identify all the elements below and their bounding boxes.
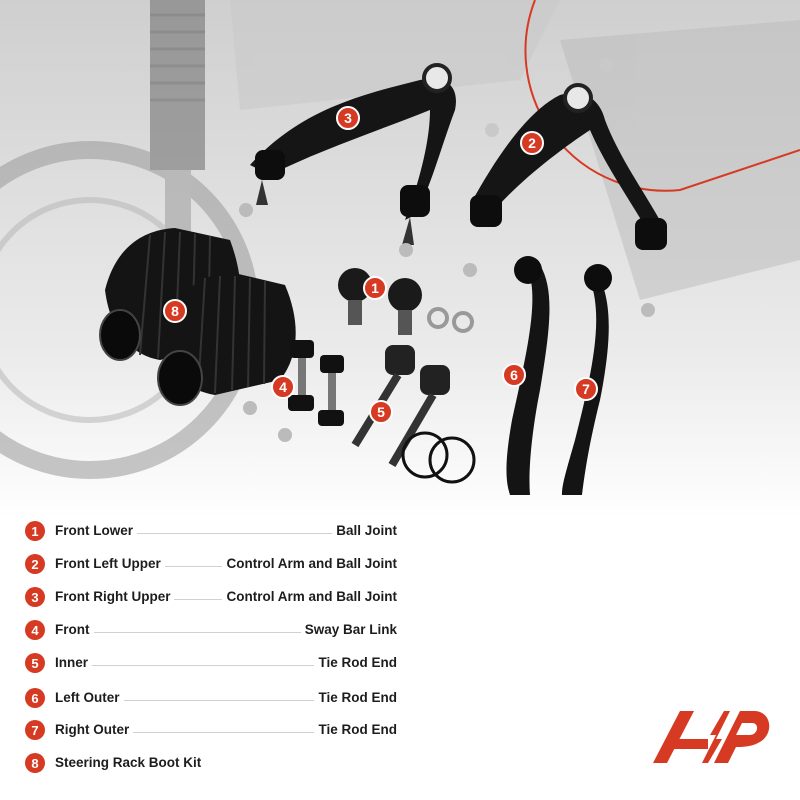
callout-3: 3 (336, 106, 360, 130)
callout-8: 8 (163, 299, 187, 323)
legend-part: Control Arm and Ball Joint (222, 589, 397, 604)
svg-text:3: 3 (344, 110, 352, 126)
brand-logo (653, 711, 770, 763)
legend-label: Left Outer (55, 690, 124, 705)
part-outer-tie-rods (506, 256, 612, 495)
parts-photo: 1 2 3 4 5 6 7 8 (0, 0, 800, 520)
callout-6: 6 (502, 363, 526, 387)
callout-7: 7 (574, 377, 598, 401)
callout-4: 4 (271, 375, 295, 399)
legend-part: Tie Rod End (314, 655, 397, 670)
part-steering-boots (99, 228, 296, 406)
legend-row-5: 5 Inner Tie Rod End (25, 653, 405, 675)
callout-5: 5 (369, 400, 393, 424)
part-inner-tie-rods (351, 345, 450, 468)
legend-number: 5 (25, 653, 45, 673)
legend-row-2: 2 Front Left Upper Control Arm and Ball … (25, 554, 405, 576)
legend-row-1: 1 Front Lower Ball Joint (25, 521, 405, 543)
leader-line (55, 632, 397, 633)
leader-line (55, 732, 397, 733)
legend-part: Tie Rod End (314, 690, 397, 705)
leader-line (55, 665, 397, 666)
legend-row-3: 3 Front Right Upper Control Arm and Ball… (25, 587, 405, 609)
legend-row-7: 7 Right Outer Tie Rod End (25, 720, 405, 742)
legend-part: Control Arm and Ball Joint (222, 556, 397, 571)
legend-row-4: 4 Front Sway Bar Link (25, 620, 405, 642)
part-upper-control-arm-right (239, 63, 456, 257)
legend-row-8: 8 Steering Rack Boot Kit (25, 753, 405, 775)
callout-1: 1 (363, 276, 387, 300)
legend-number: 4 (25, 620, 45, 640)
legend-label: Front Lower (55, 523, 137, 538)
part-ball-joints (338, 268, 474, 335)
legend-part: Tie Rod End (314, 722, 397, 737)
svg-text:5: 5 (377, 404, 385, 420)
legend-number: 8 (25, 753, 45, 773)
legend-number: 1 (25, 521, 45, 541)
svg-text:2: 2 (528, 135, 536, 151)
legend-number: 7 (25, 720, 45, 740)
legend-label: Right Outer (55, 722, 134, 737)
legend-row-6: 6 Left Outer Tie Rod End (25, 688, 405, 710)
legend-label: Front (55, 622, 94, 637)
legend-number: 6 (25, 688, 45, 708)
part-upper-control-arm-left (463, 58, 667, 317)
legend-label: Front Right Upper (55, 589, 175, 604)
svg-text:6: 6 (510, 367, 518, 383)
legend-part: Sway Bar Link (300, 622, 397, 637)
leader-line (55, 533, 397, 534)
svg-text:1: 1 (371, 280, 379, 296)
svg-text:8: 8 (171, 303, 179, 319)
legend-label: Inner (55, 655, 93, 670)
legend-label: Steering Rack Boot Kit (55, 755, 206, 770)
part-snap-rings (401, 431, 476, 484)
svg-text:4: 4 (279, 379, 287, 395)
callout-2: 2 (520, 131, 544, 155)
legend-number: 2 (25, 554, 45, 574)
part-sway-bar-links (243, 340, 344, 442)
legend-label: Front Left Upper (55, 556, 165, 571)
legend-part: Ball Joint (332, 523, 397, 538)
svg-text:7: 7 (582, 381, 590, 397)
leader-line (55, 700, 397, 701)
legend-number: 3 (25, 587, 45, 607)
